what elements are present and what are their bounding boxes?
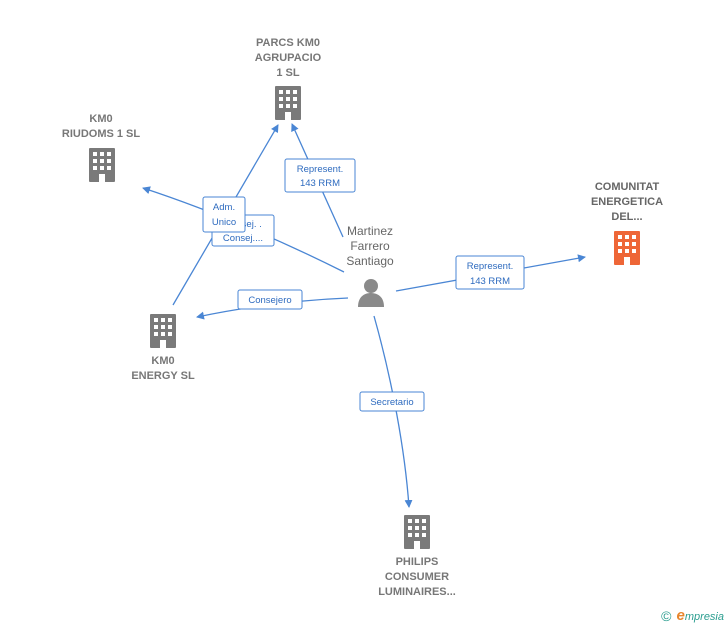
node-label-philips[interactable]: PHILIPS CONSUMER LUMINAIRES... xyxy=(378,556,456,598)
edge-label-energy-line1: Consejero xyxy=(248,295,291,306)
edge-label-parcs-line2: 143 RRM xyxy=(300,178,340,189)
edge-label-energy-adm-line1: Adm. xyxy=(213,202,235,213)
brand-initial: e xyxy=(676,607,685,624)
building-icon[interactable] xyxy=(150,314,176,348)
building-icon[interactable] xyxy=(89,148,115,182)
node-label-comunitat[interactable]: COMUNITAT ENERGETICA DEL... xyxy=(590,181,664,223)
building-icon[interactable] xyxy=(275,86,301,120)
edge-label-philips-line1: Secretario xyxy=(370,397,413,408)
edge-label-comunitat: Represent. 143 RRM xyxy=(455,255,525,290)
edge-label-parcs-line1: Represent. xyxy=(297,164,343,175)
building-icon[interactable] xyxy=(614,231,640,265)
edge-label-energy-adm: Adm. Unico xyxy=(202,196,246,233)
edge-label-comunitat-line2: 143 RRM xyxy=(470,276,510,287)
edge-label-energy-adm-line2: Unico xyxy=(212,217,236,228)
node-label-riudoms[interactable]: KM0 RIUDOMS 1 SL xyxy=(61,113,141,140)
person-icon[interactable] xyxy=(358,279,384,307)
edge-label-riudoms-line2: Consej.... xyxy=(223,233,263,244)
building-icon[interactable] xyxy=(404,515,430,549)
node-label-energy[interactable]: KM0 ENERGY SL xyxy=(131,355,195,382)
brand-name: mpresia xyxy=(684,611,724,623)
copyright-symbol: © xyxy=(661,608,672,624)
node-label-parcs[interactable]: PARCS KM0 AGRUPACIO 1 SL xyxy=(254,37,322,79)
edge-label-comunitat-line1: Represent. xyxy=(467,261,513,272)
edge-person-philips xyxy=(373,315,413,508)
person-label[interactable]: Martinez Farrero Santiago xyxy=(346,224,394,268)
edge-label-parcs: Represent. 143 RRM xyxy=(284,158,356,193)
edge-label-energy: Consejero xyxy=(237,289,303,310)
edge-label-philips: Secretario xyxy=(359,391,425,412)
empresia-watermark: © empresia xyxy=(661,607,724,624)
